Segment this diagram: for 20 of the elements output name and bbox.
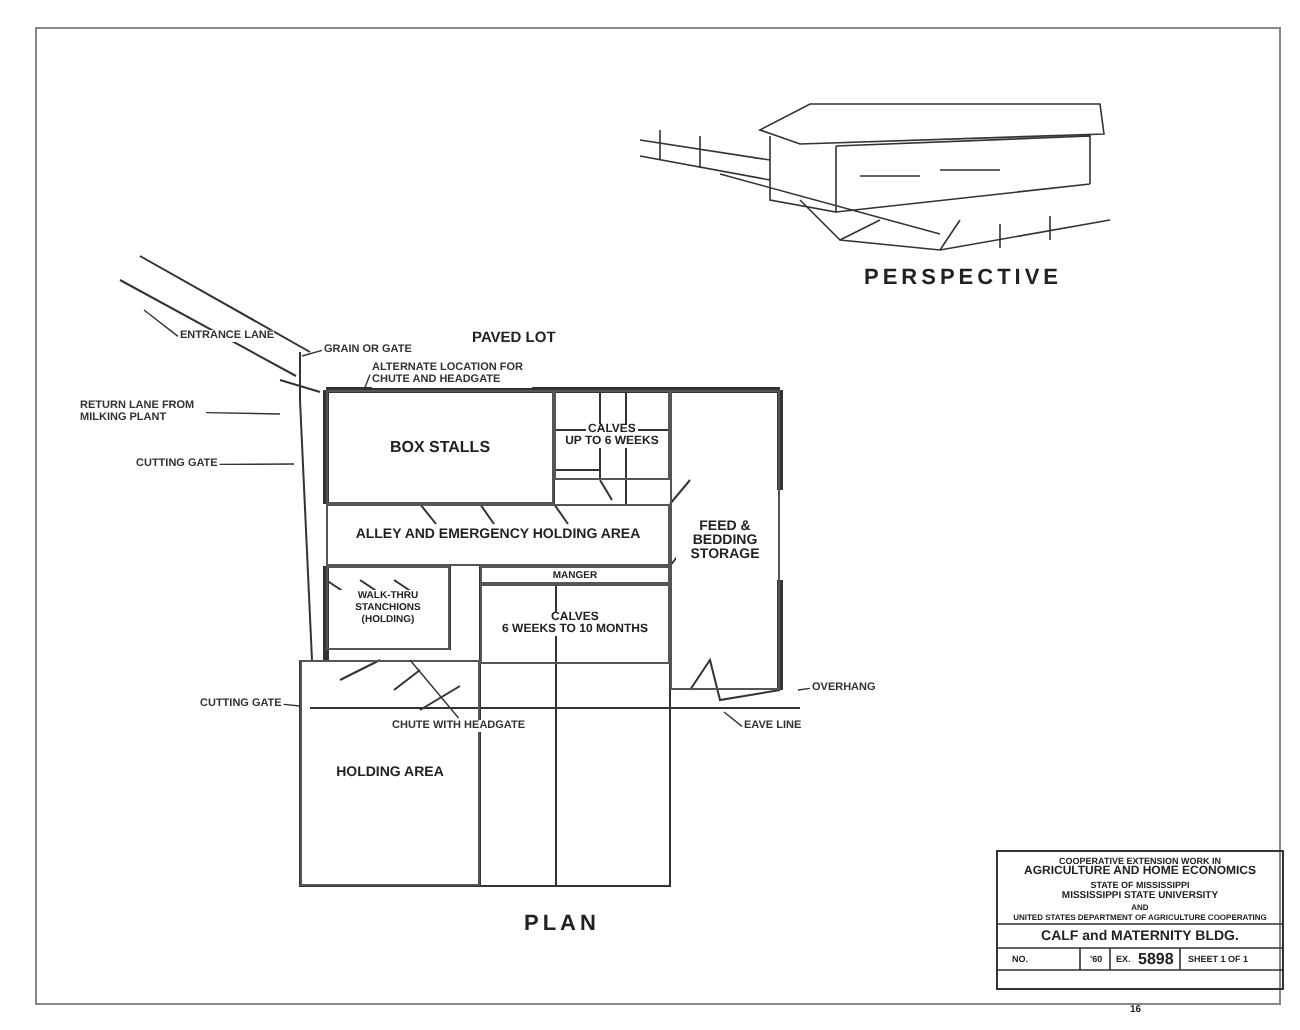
room-label: BOX STALLS (387, 438, 493, 456)
leader-line (143, 309, 179, 338)
leader-line (797, 687, 811, 691)
view-title: PLAN (524, 912, 600, 936)
drawing-number: 5898 (1138, 950, 1174, 968)
leader-line (409, 659, 460, 719)
storage-room (670, 390, 780, 690)
leader-line (723, 711, 743, 728)
calf-pen (480, 584, 670, 664)
leader-line (363, 373, 371, 391)
alley-area (326, 504, 670, 566)
view-title: PERSPECTIVE (864, 266, 1063, 290)
leader-line (218, 463, 295, 466)
leader-line (205, 411, 281, 415)
stanchion-area (326, 566, 450, 650)
leader-line (301, 349, 323, 357)
manger (480, 566, 670, 584)
calf-pen (554, 390, 670, 480)
leader-line (282, 703, 301, 707)
stall-area (326, 390, 554, 504)
